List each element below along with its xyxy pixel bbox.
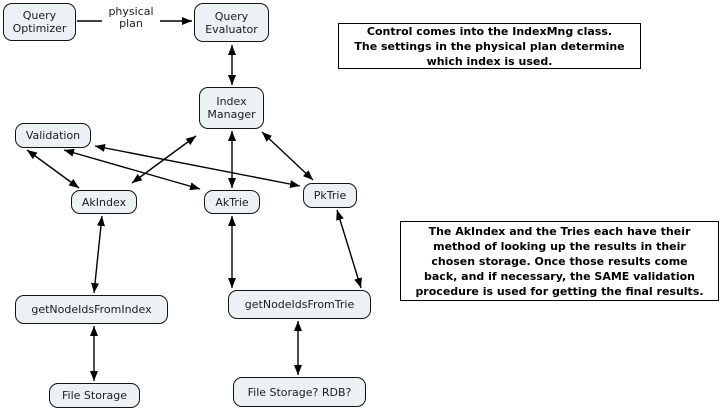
edge-index-manager-pk-trie: [261, 131, 314, 181]
edge-label-physical-plan: physical plan: [102, 6, 160, 30]
node-get-node-ids-from-index[interactable]: getNodeIdsFromIndex: [15, 295, 168, 324]
node-validation[interactable]: Validation: [15, 123, 91, 148]
note-control-flow[interactable]: Control comes into the IndexMng class. T…: [338, 23, 641, 69]
node-query-evaluator[interactable]: Query Evaluator: [194, 3, 269, 42]
node-ak-index[interactable]: AkIndex: [71, 190, 137, 214]
node-file-storage-rdb[interactable]: File Storage? RDB?: [233, 377, 366, 407]
edge-validation-ak-index: [26, 149, 80, 189]
node-index-manager[interactable]: Index Manager: [199, 87, 264, 129]
node-ak-trie[interactable]: AkTrie: [204, 190, 260, 214]
node-get-node-ids-from-trie[interactable]: getNodeIdsFromTrie: [228, 290, 371, 319]
node-pk-trie[interactable]: PkTrie: [303, 183, 357, 208]
node-file-storage[interactable]: File Storage: [49, 383, 140, 408]
edge-pk-trie-get-node-ids-from-trie: [336, 209, 362, 289]
node-query-optimizer[interactable]: Query Optimizer: [3, 3, 76, 41]
edge-validation-ak-trie: [63, 148, 201, 191]
edge-ak-index-get-node-ids-from-index: [91, 215, 105, 294]
edge-validation-pk-trie: [94, 143, 301, 189]
note-lookup-validation[interactable]: The AkIndex and the Tries each have thei…: [400, 221, 719, 301]
